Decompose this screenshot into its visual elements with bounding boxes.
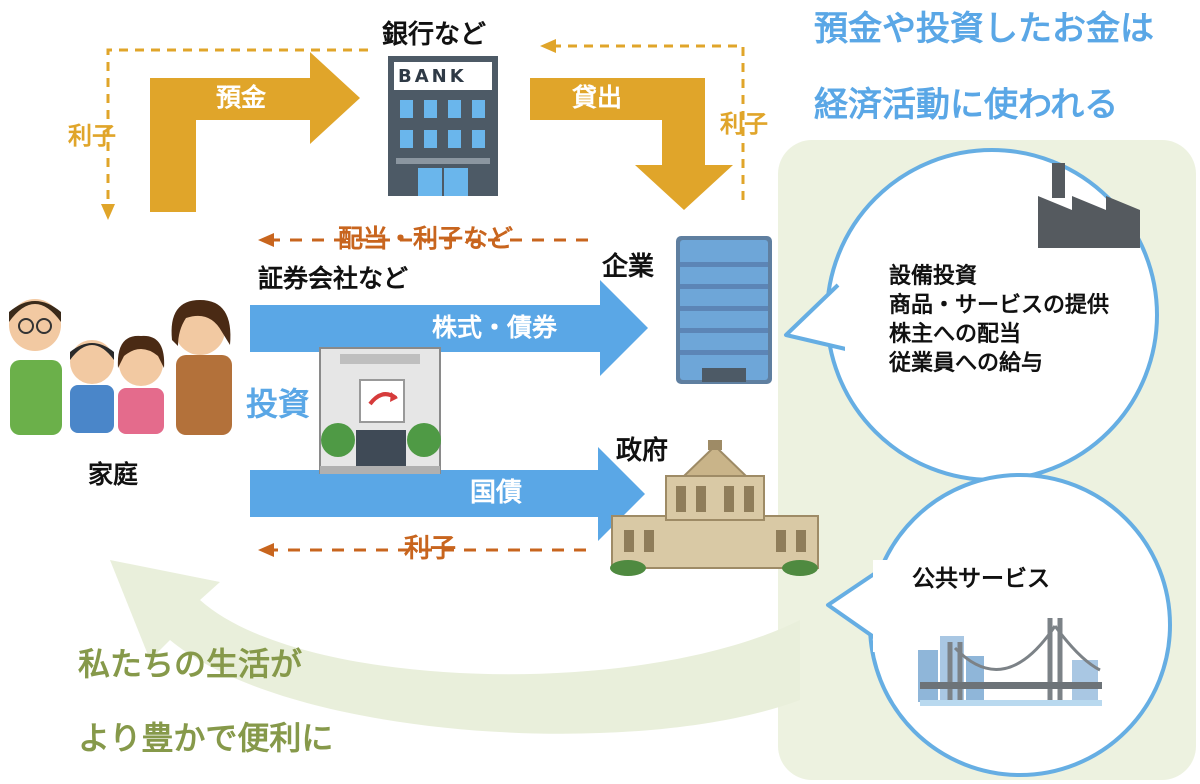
interest-left-arrowhead bbox=[101, 204, 115, 220]
government-label: 政府 bbox=[616, 436, 669, 466]
deposit-label: 預金 bbox=[216, 83, 267, 112]
family-icon bbox=[9, 299, 232, 435]
dividend-arrowhead bbox=[258, 233, 274, 247]
dividend-label: 配当・利子など bbox=[338, 224, 514, 253]
footer-line-2: より豊かで便利に bbox=[78, 719, 334, 757]
company-use-item: 株主への配当 bbox=[889, 322, 1022, 347]
household-label: 家庭 bbox=[88, 460, 139, 489]
company-label: 企業 bbox=[602, 252, 655, 282]
public-service-label: 公共サービス bbox=[912, 566, 1050, 592]
bridge-city-icon bbox=[918, 618, 1102, 706]
parliament-building-icon bbox=[610, 440, 819, 576]
header-line-2: 経済活動に使われる bbox=[814, 85, 1119, 125]
investment-label: 投資 bbox=[246, 385, 311, 423]
footer-line-1: 私たちの生活が bbox=[78, 645, 303, 683]
interest-right-dashed-line bbox=[548, 44, 745, 200]
interest-right-label: 利子 bbox=[720, 110, 768, 138]
company-use-item: 商品・サービスの提供 bbox=[889, 293, 1110, 318]
stock-exchange-icon bbox=[319, 347, 441, 474]
bank-sign-text: BANK bbox=[398, 66, 467, 87]
interest-left-dashed-line bbox=[106, 48, 368, 212]
header-line-1: 預金や投資したお金は bbox=[814, 9, 1154, 49]
interest-left-label: 利子 bbox=[68, 122, 116, 150]
government-interest-label: 利子 bbox=[404, 534, 457, 564]
loan-label: 貸出 bbox=[572, 83, 623, 112]
company-use-item: 設備投資 bbox=[889, 264, 978, 289]
loan-arrow bbox=[530, 78, 733, 210]
securities-title: 証券会社など bbox=[258, 264, 409, 293]
stocks-bonds-label: 株式・債券 bbox=[432, 313, 558, 342]
office-tower-icon bbox=[676, 236, 772, 384]
return-to-household-arrow bbox=[110, 560, 800, 734]
bank-building-icon bbox=[388, 56, 498, 196]
bank-title: 銀行など bbox=[382, 20, 487, 50]
government-bonds-label: 国債 bbox=[470, 478, 523, 508]
company-use-item: 従業員への給与 bbox=[889, 351, 1044, 376]
deposit-arrow bbox=[150, 52, 360, 212]
interest-right-arrowhead bbox=[540, 39, 556, 53]
government-bonds-arrow bbox=[250, 447, 645, 541]
factory-icon bbox=[1038, 163, 1140, 248]
company-uses-list: 設備投資 商品・サービスの提供 株主への配当 従業員への給与 bbox=[889, 262, 1109, 378]
government-interest-arrowhead bbox=[258, 543, 274, 557]
